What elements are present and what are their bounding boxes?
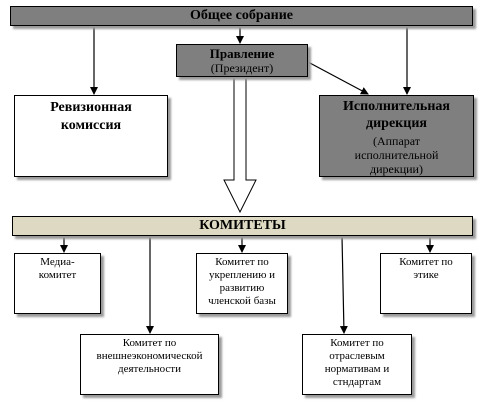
board-title: Правление: [209, 46, 275, 61]
ethics-committee-label: Комитет по этике: [399, 256, 453, 281]
media-committee-label: Медиа-комитет: [38, 256, 77, 281]
executive-directorate-box: Исполнительная дирекция (Аппарат исполни…: [319, 95, 474, 177]
membership-committee-box: Комитет по укреплению и развитию членско…: [196, 253, 288, 314]
media-committee-box: Медиа-комитет: [14, 253, 101, 314]
ethics-committee-box: Комитет по этике: [380, 253, 472, 314]
standards-committee-label: Комитет по отраслевым нормативам и стнда…: [324, 337, 390, 388]
hollow-arrow-board-to-committees: [223, 76, 257, 214]
board-box: Правление (Президент): [176, 44, 308, 77]
standards-committee-box: Комитет по отраслевым нормативам и стнда…: [302, 334, 412, 395]
foreign-econ-committee-label: Комитет по внешнеэкономической деятельно…: [96, 337, 203, 375]
general-meeting-box: Общее собрание: [10, 6, 473, 26]
executive-subtitle: (Аппарат исполнительной дирекции): [354, 134, 439, 176]
board-subtitle: (Президент): [210, 61, 274, 75]
arrow-board-to-executive: [307, 61, 369, 95]
executive-title: Исполнительная дирекция: [343, 99, 450, 131]
committees-header-box: КОМИТЕТЫ: [12, 216, 473, 236]
arrow-to-standards-committee: [339, 235, 348, 334]
foreign-econ-committee-box: Комитет по внешнеэкономической деятельно…: [80, 334, 219, 395]
audit-commission-box: Ревизионная комиссия: [14, 95, 168, 177]
membership-committee-label: Комитет по укреплению и развитию членско…: [208, 256, 276, 307]
audit-commission-label: Ревизионная комиссия: [50, 100, 132, 133]
